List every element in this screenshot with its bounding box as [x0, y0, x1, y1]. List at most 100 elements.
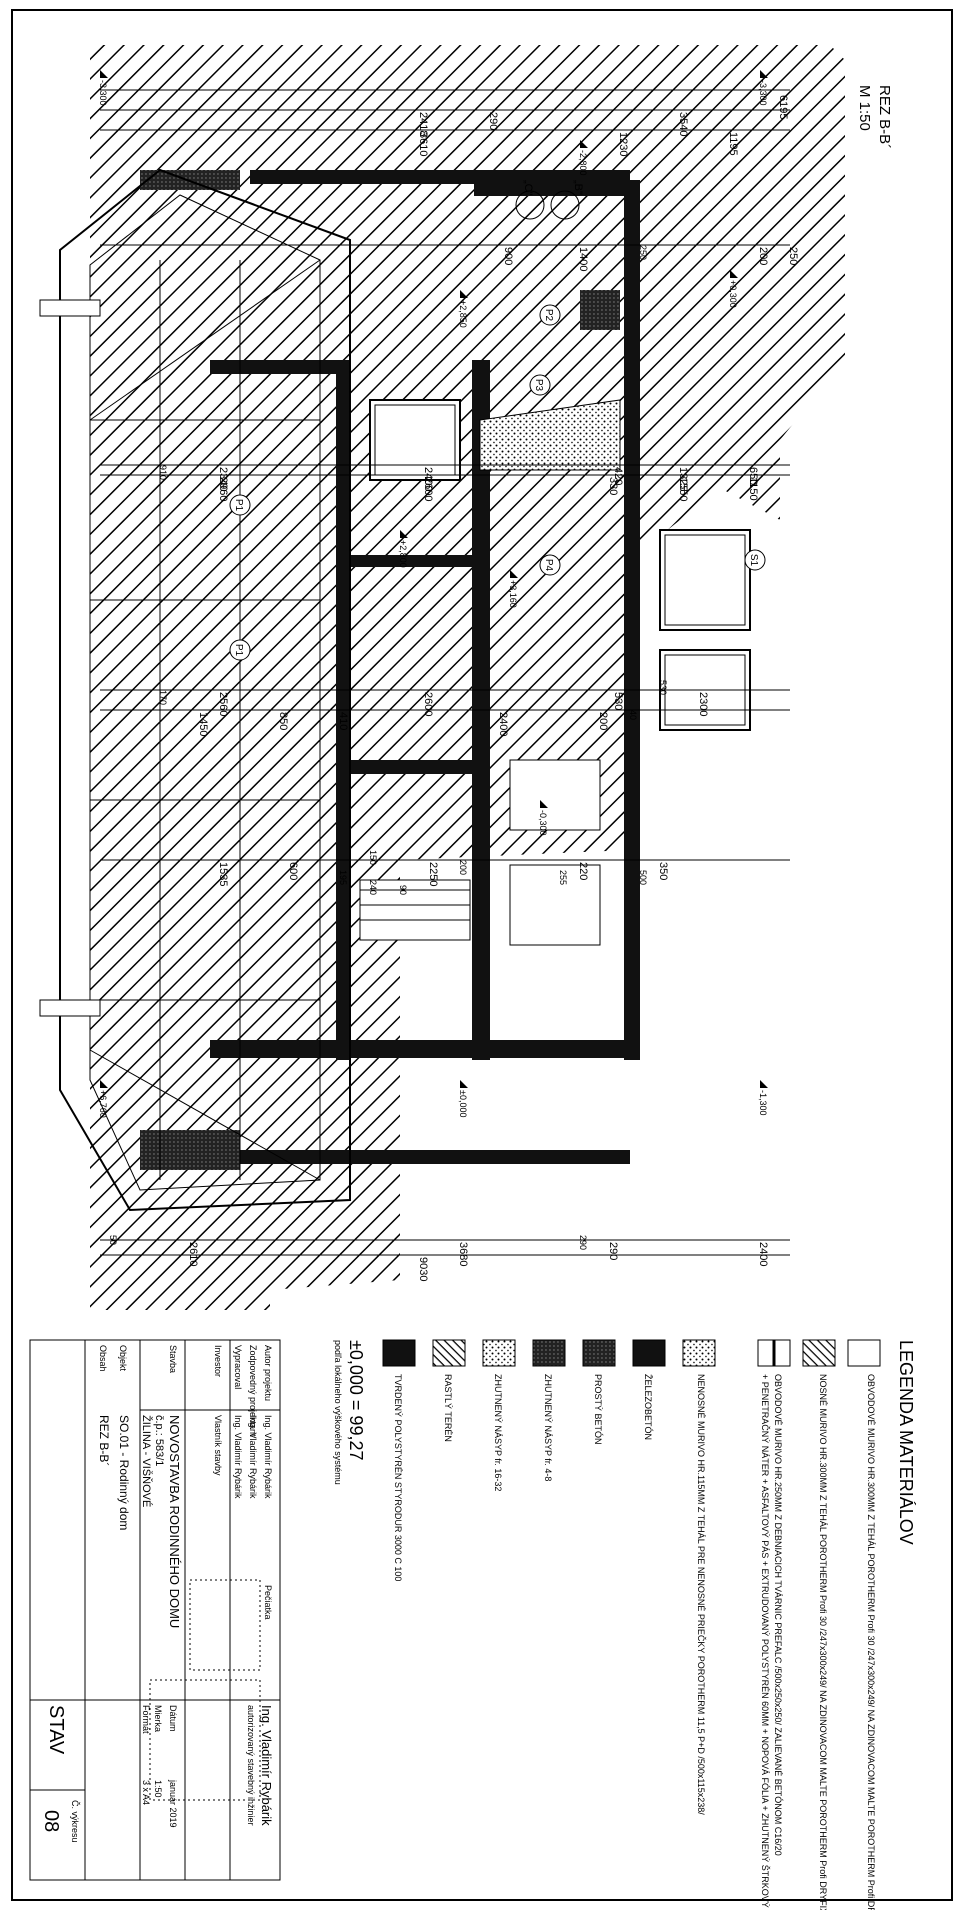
level-markers: -3,300 -3,300 -2,800 +0,300 +2,850 +2,80… [98, 70, 768, 1118]
svg-text:1230: 1230 [617, 132, 629, 156]
svg-text:290: 290 [578, 1235, 588, 1250]
svg-text:3 x A4: 3 x A4 [141, 1780, 151, 1805]
svg-text:-1,300: -1,300 [758, 1090, 768, 1116]
svg-text:Investor: Investor [213, 1345, 223, 1377]
svg-text:TVRDENÝ POLYSTYRÉN STYRODUR 30: TVRDENÝ POLYSTYRÉN STYRODUR 3000 C 100 [393, 1374, 403, 1581]
svg-text:2400: 2400 [497, 712, 509, 736]
svg-text:2418: 2418 [417, 112, 429, 136]
svg-text:Obsah: Obsah [98, 1345, 108, 1372]
svg-text:Ing. Vladimír Rybárik: Ing. Vladimír Rybárik [233, 1415, 243, 1499]
svg-text:240: 240 [368, 880, 378, 895]
svg-text:január 2019: január 2019 [168, 1779, 178, 1828]
svg-text:250: 250 [638, 245, 648, 260]
svg-text:Ing. Vladimír Rybárik: Ing. Vladimír Rybárik [259, 1705, 274, 1826]
svg-text:Objekt: Objekt [118, 1345, 128, 1372]
title-block: Autor projektu Ing. Vladimír Rybárik Zod… [29, 1339, 281, 1881]
svg-text:90: 90 [398, 885, 408, 895]
svg-text:6195: 6195 [777, 95, 789, 119]
svg-text:500: 500 [638, 870, 648, 885]
svg-text:-3,300: -3,300 [758, 80, 768, 106]
svg-text:2250: 2250 [427, 862, 439, 886]
svg-text:+2,800: +2,800 [398, 540, 408, 568]
svg-text:Dátum: Dátum [168, 1705, 178, 1732]
legend: LEGENDA MATERIÁLOV OBVODOVÉ MURIVO HR.30… [333, 1339, 916, 1910]
svg-text:Č. výkresu: Č. výkresu [70, 1800, 80, 1843]
svg-text:Zodpovedný projektant: Zodpovedný projektant [248, 1345, 258, 1437]
svg-text:ZHUTNENÝ NÁSYP fr. 4-8: ZHUTNENÝ NÁSYP fr. 4-8 [543, 1374, 553, 1481]
room-b: B [572, 184, 584, 191]
svg-text:+0,300: +0,300 [728, 280, 738, 308]
svg-text:650: 650 [747, 467, 759, 485]
svg-text:330: 330 [607, 477, 619, 495]
svg-text:40: 40 [628, 710, 638, 720]
svg-text:2300: 2300 [697, 692, 709, 716]
svg-text:Stavba: Stavba [168, 1345, 178, 1373]
svg-text:ŽELEZOBETÓN: ŽELEZOBETÓN [643, 1374, 653, 1440]
room-p4: P4 [543, 559, 554, 572]
svg-text:2400: 2400 [757, 1242, 769, 1266]
svg-text:OBVODOVÉ MURIVO HR.300MM Z TEH: OBVODOVÉ MURIVO HR.300MM Z TEHÁL POROTHE… [866, 1374, 876, 1910]
svg-text:+2,850: +2,850 [458, 300, 468, 328]
svg-text:1:50: 1:50 [153, 1780, 163, 1798]
svg-text:Pečiatka: Pečiatka [263, 1585, 273, 1620]
svg-text:-0,300: -0,300 [538, 810, 548, 836]
svg-text:±0,000: ±0,000 [458, 1090, 468, 1117]
svg-text:1535: 1535 [217, 862, 229, 886]
svg-text:-2,800: -2,800 [578, 150, 588, 176]
room-p1-a: P1 [233, 499, 244, 512]
svg-text:+ PENETRAČNÝ NÁTER + ASFALTOVÝ: + PENETRAČNÝ NÁTER + ASFALTOVÝ PÁS + EXT… [760, 1374, 770, 1910]
room-p2: P2 [543, 309, 554, 322]
svg-text:9030: 9030 [417, 1257, 429, 1281]
svg-text:200: 200 [757, 247, 769, 265]
room-s1: S1 [748, 554, 759, 567]
svg-text:SO.01 - Rodinný dom: SO.01 - Rodinný dom [117, 1415, 131, 1530]
svg-text:200: 200 [458, 860, 468, 875]
svg-text:2600: 2600 [422, 477, 434, 501]
section-title: REZ B-B´ [876, 85, 893, 149]
svg-text:220: 220 [577, 862, 589, 880]
svg-text:200: 200 [597, 712, 609, 730]
dimension-labels: 6195 3540 290 2418 1195 1230 3610 900 14… [187, 95, 799, 1281]
sheet-border [11, 9, 953, 1901]
svg-text:Autor projektu: Autor projektu [263, 1345, 273, 1401]
svg-text:3610: 3610 [417, 132, 429, 156]
svg-text:1150: 1150 [747, 477, 759, 501]
svg-text:255: 255 [558, 870, 568, 885]
svg-text:250: 250 [787, 247, 799, 265]
svg-text:3680: 3680 [457, 1242, 469, 1266]
window-2 [659, 529, 751, 631]
svg-text:Formát: Formát [141, 1705, 151, 1734]
svg-text:08: 08 [40, 1810, 62, 1832]
svg-text:600: 600 [287, 862, 299, 880]
svg-text:3540: 3540 [677, 112, 689, 136]
stamp-areas: Pečiatka [149, 1579, 273, 1801]
svg-text:150: 150 [368, 850, 378, 865]
svg-text:NOVOSTAVBA RODINNÉHO DOMU: NOVOSTAVBA RODINNÉHO DOMU [167, 1415, 182, 1628]
svg-text:1400: 1400 [577, 247, 589, 271]
svg-text:PROSTÝ BETÓN: PROSTÝ BETÓN [593, 1374, 603, 1445]
svg-text:1325: 1325 [677, 467, 689, 491]
slab-basement [624, 180, 640, 1060]
window-1 [369, 399, 461, 481]
room-p1-b: P1 [233, 644, 244, 657]
svg-text:170: 170 [158, 690, 168, 705]
svg-text:REZ B-B´: REZ B-B´ [97, 1415, 111, 1466]
datum: ±0,000 = 99,27 [346, 1340, 366, 1460]
svg-text:Vlastník stavby: Vlastník stavby [213, 1415, 223, 1476]
svg-text:530: 530 [658, 680, 668, 695]
svg-text:1550: 1550 [677, 477, 689, 501]
svg-text:2560: 2560 [217, 692, 229, 716]
svg-text:-3,300: -3,300 [98, 80, 108, 106]
room-p3: P3 [533, 379, 544, 392]
svg-text:+6,760: +6,760 [98, 1090, 108, 1118]
svg-text:č.p.: 583/1: č.p.: 583/1 [153, 1415, 165, 1466]
svg-text:530: 530 [612, 692, 624, 710]
legend-title: LEGENDA MATERIÁLOV [896, 1340, 916, 1545]
svg-text:350: 350 [657, 862, 669, 880]
svg-text:2600: 2600 [422, 692, 434, 716]
building-section: „B" „C" P2 P3 P1 P4 S1 P1 [39, 45, 845, 1310]
svg-text:+3,160: +3,160 [508, 580, 518, 608]
svg-text:2960: 2960 [217, 477, 229, 501]
